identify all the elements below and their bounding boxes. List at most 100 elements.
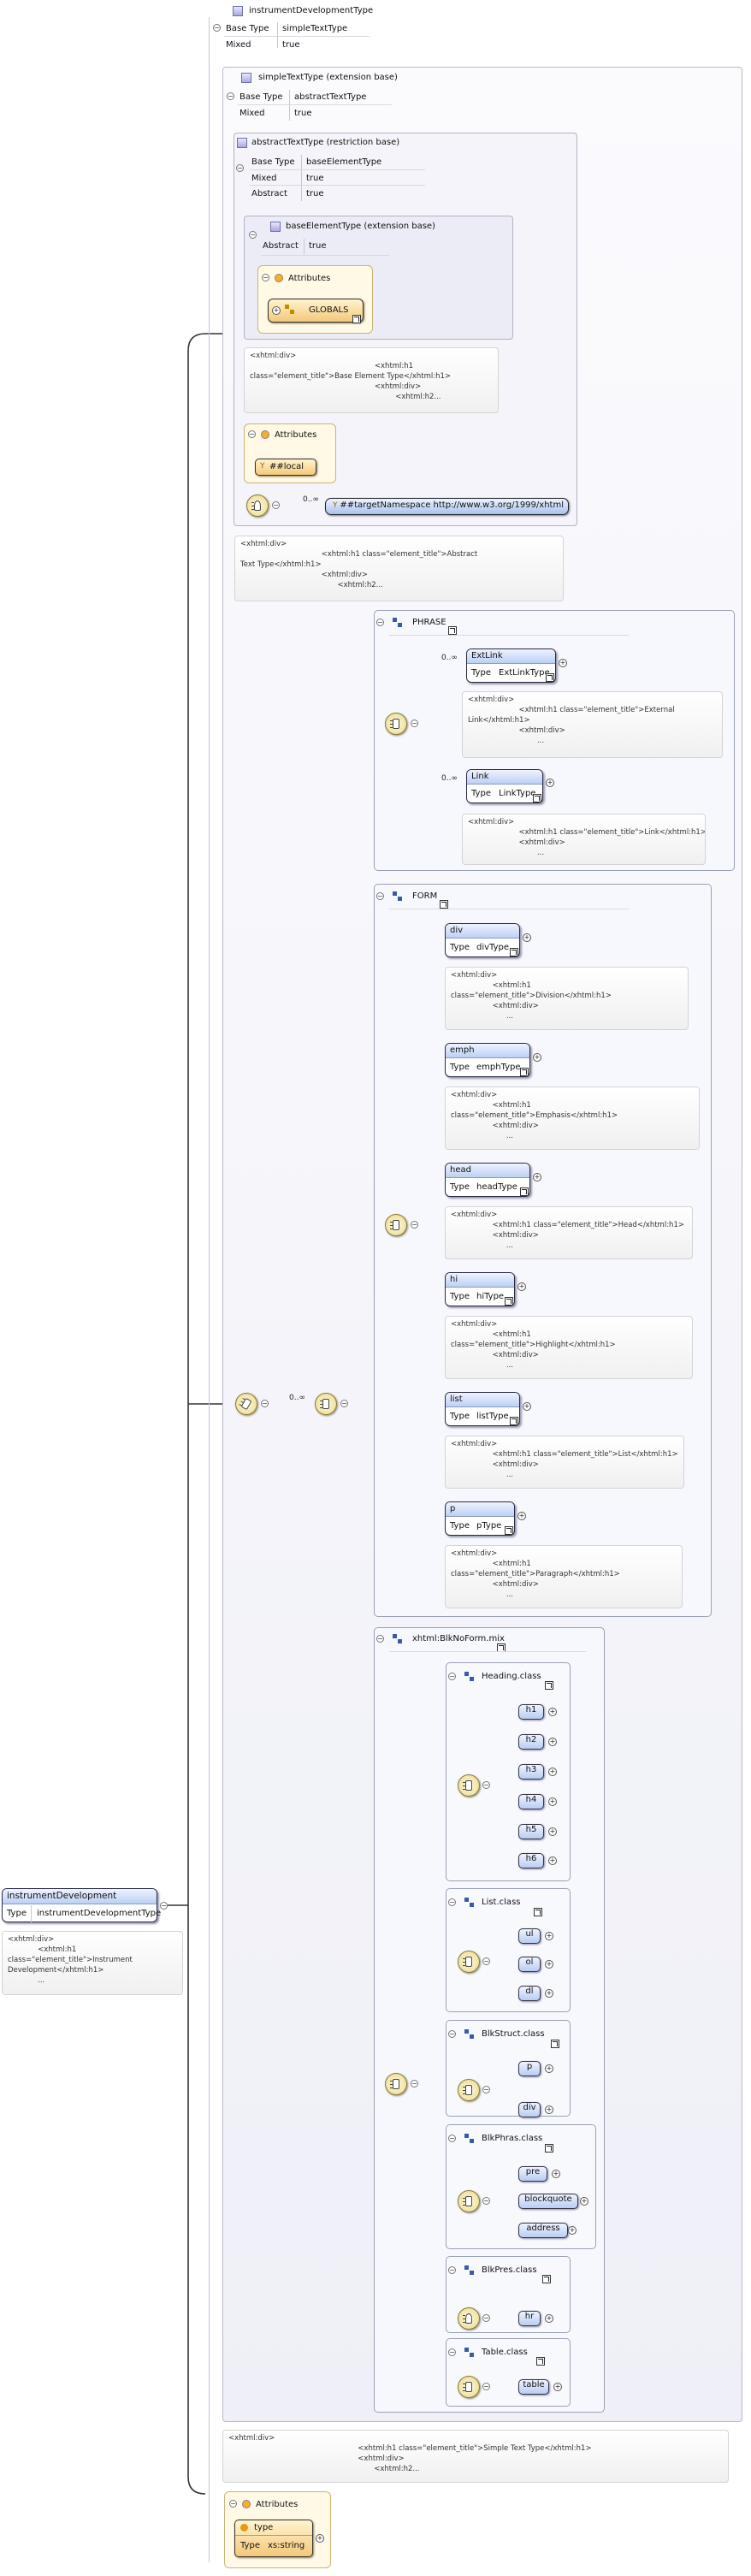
collapse-toggle[interactable]: − <box>262 274 269 281</box>
element-head[interactable]: head Type headType <box>445 1163 530 1197</box>
blkpres-element[interactable]: hr <box>518 2311 541 2326</box>
expand-toggle[interactable]: + <box>545 1932 553 1940</box>
expand-toggle[interactable]: + <box>545 2064 553 2073</box>
expand-toggle[interactable]: + <box>316 2534 324 2543</box>
collapse-toggle[interactable]: − <box>213 24 221 32</box>
collapse-toggle[interactable]: − <box>448 2135 456 2142</box>
collapse-toggle[interactable]: − <box>376 619 384 626</box>
expand-toggle[interactable]: + <box>545 2105 553 2114</box>
element-hi[interactable]: hi Type hiType <box>445 1272 515 1306</box>
collapse-toggle[interactable]: − <box>448 1898 456 1906</box>
expand-toggle[interactable]: + <box>517 1282 526 1291</box>
jump-icon[interactable] <box>520 1068 529 1076</box>
collapse-toggle[interactable]: − <box>376 892 384 900</box>
expand-toggle[interactable]: + <box>272 306 281 315</box>
collapse-toggle[interactable]: − <box>482 2197 490 2205</box>
element-p[interactable]: p Type pType <box>445 1501 515 1536</box>
jump-icon[interactable] <box>505 1526 513 1535</box>
expand-toggle[interactable]: + <box>568 2226 577 2235</box>
jump-icon[interactable] <box>545 1681 553 1690</box>
collapse-toggle[interactable]: − <box>411 2080 418 2087</box>
choice-compositor[interactable] <box>315 1393 337 1415</box>
expand-toggle[interactable]: + <box>548 1856 557 1865</box>
choice-compositor[interactable] <box>458 2376 480 2398</box>
jump-icon[interactable] <box>551 2040 559 2048</box>
jump-icon[interactable] <box>352 315 361 323</box>
collapse-toggle[interactable]: − <box>448 2266 456 2274</box>
collapse-toggle[interactable]: − <box>227 92 234 100</box>
instrument-development-element[interactable]: instrumentDevelopment Type instrumentDev… <box>2 1888 161 1922</box>
sequence-compositor[interactable] <box>458 2307 480 2330</box>
collapse-toggle[interactable]: − <box>160 1902 168 1910</box>
type-attribute[interactable]: type Type xs:string <box>234 2520 313 2557</box>
blkphras-element[interactable]: pre <box>518 2166 547 2182</box>
collapse-toggle[interactable]: − <box>482 2383 490 2390</box>
collapse-toggle[interactable]: − <box>482 1781 490 1789</box>
choice-compositor[interactable] <box>235 1393 257 1415</box>
collapse-toggle[interactable]: − <box>448 2348 456 2356</box>
jump-icon[interactable] <box>510 1417 518 1425</box>
jump-icon[interactable] <box>545 2144 553 2153</box>
expand-toggle[interactable]: + <box>548 1797 557 1806</box>
heading-element[interactable]: h6 <box>518 1853 544 1868</box>
sequence-compositor[interactable] <box>246 494 269 517</box>
expand-toggle[interactable]: + <box>523 1402 531 1411</box>
collapse-toggle[interactable]: − <box>482 1957 490 1965</box>
choice-compositor[interactable] <box>458 1951 480 1973</box>
choice-compositor[interactable] <box>385 1214 407 1236</box>
globals-attribute-group[interactable] <box>268 299 364 323</box>
heading-element[interactable]: h2 <box>518 1734 544 1750</box>
blkphras-element[interactable]: address <box>518 2223 568 2238</box>
collapse-toggle[interactable]: − <box>340 1400 348 1407</box>
element-list[interactable]: list Type listType <box>445 1392 520 1426</box>
jump-icon[interactable] <box>448 626 457 635</box>
collapse-toggle[interactable]: − <box>482 2086 490 2093</box>
expand-toggle[interactable]: + <box>548 1827 557 1836</box>
expand-toggle[interactable]: + <box>548 1738 557 1746</box>
jump-icon[interactable] <box>534 1908 542 1916</box>
element-div[interactable]: div Type divType <box>445 923 520 957</box>
expand-toggle[interactable]: + <box>533 1173 541 1181</box>
expand-toggle[interactable]: + <box>517 1512 526 1520</box>
expand-toggle[interactable]: + <box>553 2383 562 2391</box>
element-link[interactable]: Link Type LinkType <box>466 769 543 803</box>
expand-toggle[interactable]: + <box>548 1708 557 1716</box>
jump-icon[interactable] <box>505 1297 513 1306</box>
any-element-wildcard[interactable]: Y ##targetNamespace http://www.w3.org/19… <box>325 498 569 515</box>
element-emph[interactable]: emph Type emphType <box>445 1043 530 1077</box>
collapse-toggle[interactable]: − <box>249 231 257 239</box>
choice-compositor[interactable] <box>385 713 407 735</box>
choice-compositor[interactable] <box>458 1774 480 1797</box>
collapse-toggle[interactable]: − <box>272 501 280 509</box>
collapse-toggle[interactable]: − <box>376 1635 384 1643</box>
blkphras-element[interactable]: blockquote <box>518 2194 578 2209</box>
jump-icon[interactable] <box>510 948 518 956</box>
collapse-toggle[interactable]: − <box>411 720 418 727</box>
collapse-toggle[interactable]: − <box>448 1673 456 1680</box>
heading-element[interactable]: h4 <box>518 1794 544 1809</box>
collapse-toggle[interactable]: − <box>448 2030 456 2038</box>
expand-toggle[interactable]: + <box>523 933 531 942</box>
expand-toggle[interactable]: + <box>559 659 567 667</box>
expand-toggle[interactable]: + <box>545 1960 553 1969</box>
list-element[interactable]: ul <box>518 1928 541 1944</box>
jump-icon[interactable] <box>520 1187 529 1196</box>
choice-compositor[interactable] <box>385 2073 407 2095</box>
blkstruct-element[interactable]: div <box>518 2102 541 2117</box>
heading-element[interactable]: h5 <box>518 1824 544 1839</box>
table-element[interactable]: table <box>518 2379 549 2395</box>
blkstruct-element[interactable]: p <box>518 2061 541 2076</box>
choice-compositor[interactable] <box>458 2079 480 2101</box>
jump-icon[interactable] <box>546 673 554 682</box>
expand-toggle[interactable]: + <box>533 1053 541 1062</box>
collapse-toggle[interactable]: − <box>229 2500 237 2508</box>
expand-toggle[interactable]: + <box>545 1989 553 1998</box>
heading-element[interactable]: h3 <box>518 1764 544 1780</box>
collapse-toggle[interactable]: − <box>482 2314 490 2322</box>
local-attribute-wildcard[interactable]: Y ##local <box>255 459 316 476</box>
expand-toggle[interactable]: + <box>545 2314 553 2323</box>
expand-toggle[interactable]: + <box>548 1768 557 1776</box>
jump-icon[interactable] <box>536 2357 545 2366</box>
jump-icon[interactable] <box>533 794 541 802</box>
collapse-toggle[interactable]: − <box>411 1221 418 1229</box>
